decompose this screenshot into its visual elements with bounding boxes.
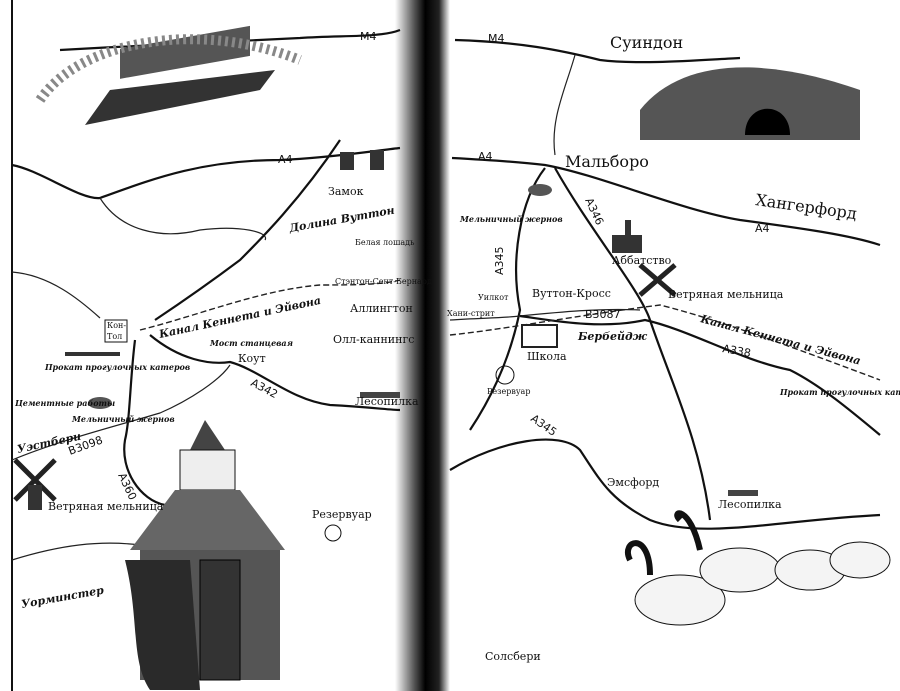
place-boat-hire-left: Прокат прогулочных катеров <box>44 362 190 372</box>
road-m4-left <box>59 28 401 52</box>
bridge-illustration <box>640 67 860 140</box>
reservoir-icon <box>324 524 342 542</box>
book-spine <box>395 0 450 691</box>
road-label-m4: M4 <box>360 30 377 43</box>
place-salisbury: Солсбери <box>485 650 541 663</box>
place-abbey: Аббатство <box>612 254 672 267</box>
place-cement: Цементные работы <box>14 398 115 408</box>
place-reservoir-left: Резервуар <box>312 508 372 521</box>
geese-illustration <box>625 510 891 626</box>
road-minor <box>99 197 267 241</box>
road-label-a346: A346 <box>582 196 606 227</box>
windmill-icon <box>13 458 57 510</box>
road-a4-right <box>451 156 881 247</box>
place-millstone-right: Мельничный жернов <box>459 214 563 224</box>
place-town-bottom: Тол <box>107 332 122 341</box>
castle-icon <box>340 150 384 170</box>
right-page: M4 A4 A4 A345 A346 B3087 A338 A345 Суинд… <box>447 32 900 663</box>
narrowboat-illustration <box>35 25 302 125</box>
place-burbage: Бербейдж <box>577 330 648 343</box>
millstone-icon <box>88 397 112 409</box>
place-all-cannings: Олл-каннингс <box>333 333 414 346</box>
road-label-a338: A338 <box>721 342 751 360</box>
place-valley: Долина Вуттон <box>287 204 395 235</box>
school-gate-icon <box>521 324 558 348</box>
canal-right <box>449 304 881 381</box>
road-label-a345-south: A345 <box>528 412 559 439</box>
sawmill-icon-right <box>728 490 758 496</box>
road-b3098 <box>11 364 231 461</box>
place-swindon: Суиндон <box>610 33 683 52</box>
place-warminster: Уорминстер <box>20 584 105 611</box>
place-marlborough: Мальборо <box>565 152 649 171</box>
place-emsford: Эмсфорд <box>607 476 659 489</box>
road-label-a4: A4 <box>278 153 293 166</box>
road-a338 <box>519 314 881 436</box>
place-hungerford: Хангерфорд <box>754 190 858 223</box>
abbey-icon <box>612 220 642 253</box>
left-page: M4 A4 A342 B3098 A360 Замок Долина Вутто… <box>11 25 432 690</box>
road-label-a345: A345 <box>493 246 506 275</box>
road-warminster <box>11 542 141 561</box>
road-a342 <box>149 334 401 412</box>
road-swindon <box>553 54 576 156</box>
place-boat-hire-right: Прокат прогулочных катеров <box>779 387 900 397</box>
road-label-a4-west: A4 <box>478 150 493 163</box>
place-coate: Коут <box>238 352 266 365</box>
place-millstone-left: Мельничный жернов <box>71 414 175 424</box>
place-castle: Замок <box>328 185 364 198</box>
place-sawmill-left: Лесопилка <box>355 395 419 408</box>
road-label-b3087: B3087 <box>585 308 621 321</box>
millstone-icon-right <box>528 184 552 196</box>
road-a345 <box>469 167 546 431</box>
place-allington: Аллингтон <box>350 302 413 315</box>
road-diagonal <box>154 139 341 321</box>
place-white-horse: Белая лошадь <box>355 238 415 247</box>
railway-left <box>11 271 101 319</box>
road-a346 <box>554 167 712 521</box>
place-windmill-left: Ветряная мельница <box>48 500 164 513</box>
dovecote-illustration <box>125 420 285 690</box>
road-m4-right <box>454 38 741 64</box>
place-town-top: Кон- <box>107 321 126 330</box>
place-windmill-right: Ветряная мельница <box>668 288 784 301</box>
place-reservoir-right: Резервуар <box>487 387 530 396</box>
place-canal-right: Канал Кеннета и Эйвона <box>698 312 862 368</box>
place-school: Школа <box>527 350 567 363</box>
canal-left <box>139 279 401 331</box>
boat-hire-icon <box>65 352 120 356</box>
place-stanton: Стэнтон-Сент-Бернард <box>335 277 432 286</box>
road-label-a342: A342 <box>249 376 280 401</box>
windmill-icon-right <box>638 263 677 297</box>
road-a360 <box>123 339 166 507</box>
reservoir-icon-right <box>495 365 515 385</box>
town-box <box>104 319 128 343</box>
place-bridge-station: Мост станцевая <box>209 338 293 348</box>
road-label-m4-right: M4 <box>488 32 505 45</box>
sawmill-icon <box>360 392 400 398</box>
road-a345-south <box>449 438 881 530</box>
place-wootton-cross: Вуттон-Кросс <box>532 287 611 300</box>
road-label-a4-east: A4 <box>755 222 770 235</box>
place-sawmill-right: Лесопилка <box>718 498 782 511</box>
place-honey-street: Хани-стрит <box>447 309 495 318</box>
place-wilcot: Уилкот <box>478 293 509 302</box>
